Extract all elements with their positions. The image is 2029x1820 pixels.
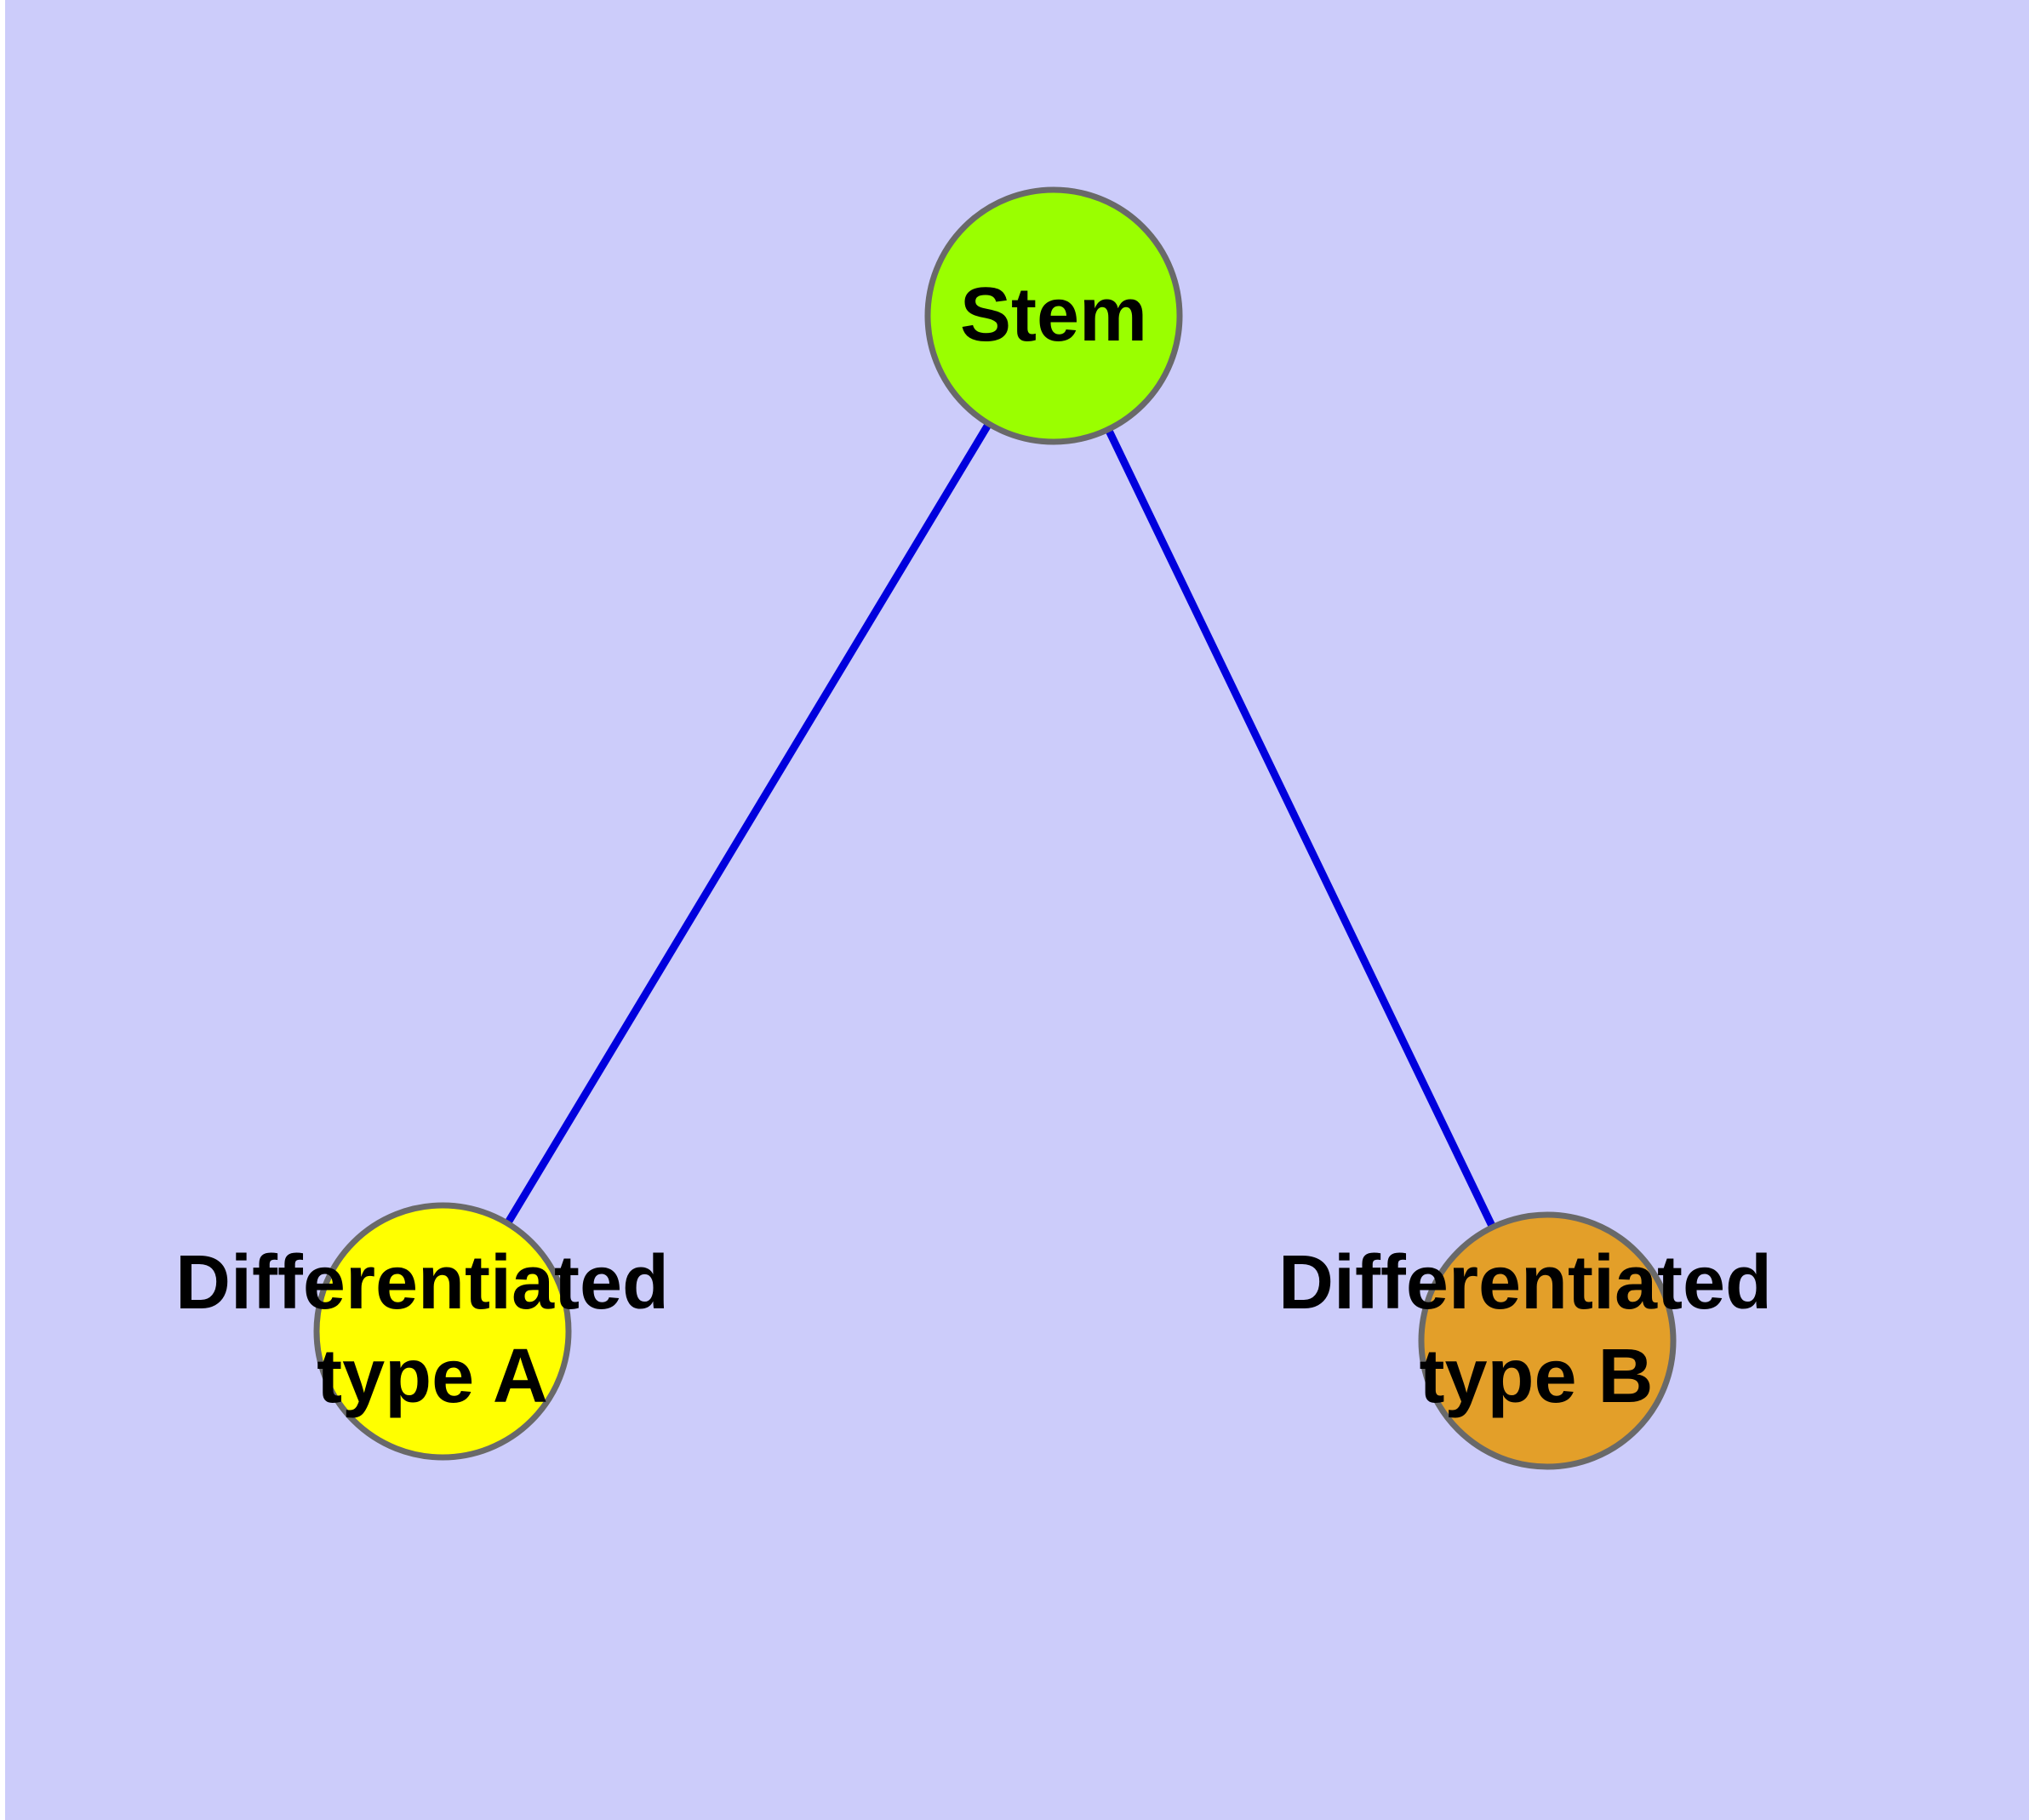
node-label-stem-line1: Stem — [960, 272, 1147, 358]
node-label-differentiated-type-b-line1: Differentiated — [1278, 1240, 1772, 1325]
edge-layer — [439, 313, 1552, 1342]
node-label-differentiated-type-a-line2: type A — [317, 1334, 548, 1419]
node-label-differentiated-type-b-line2: type B — [1419, 1334, 1653, 1419]
node-circle-stem[interactable] — [924, 186, 1183, 445]
node-label-differentiated-type-a-line1: Differentiated — [175, 1240, 669, 1325]
edge-stem-to-differentiated-type-a[interactable] — [439, 313, 1057, 1334]
node-layer — [313, 186, 1677, 1470]
edge-stem-to-differentiated-type-b[interactable] — [1049, 314, 1552, 1342]
label-layer: Stem Differentiated type A Differentiate… — [175, 272, 1772, 1419]
node-circle-differentiated-type-a[interactable] — [313, 1202, 572, 1461]
node-circle-differentiated-type-b[interactable] — [1418, 1211, 1677, 1470]
